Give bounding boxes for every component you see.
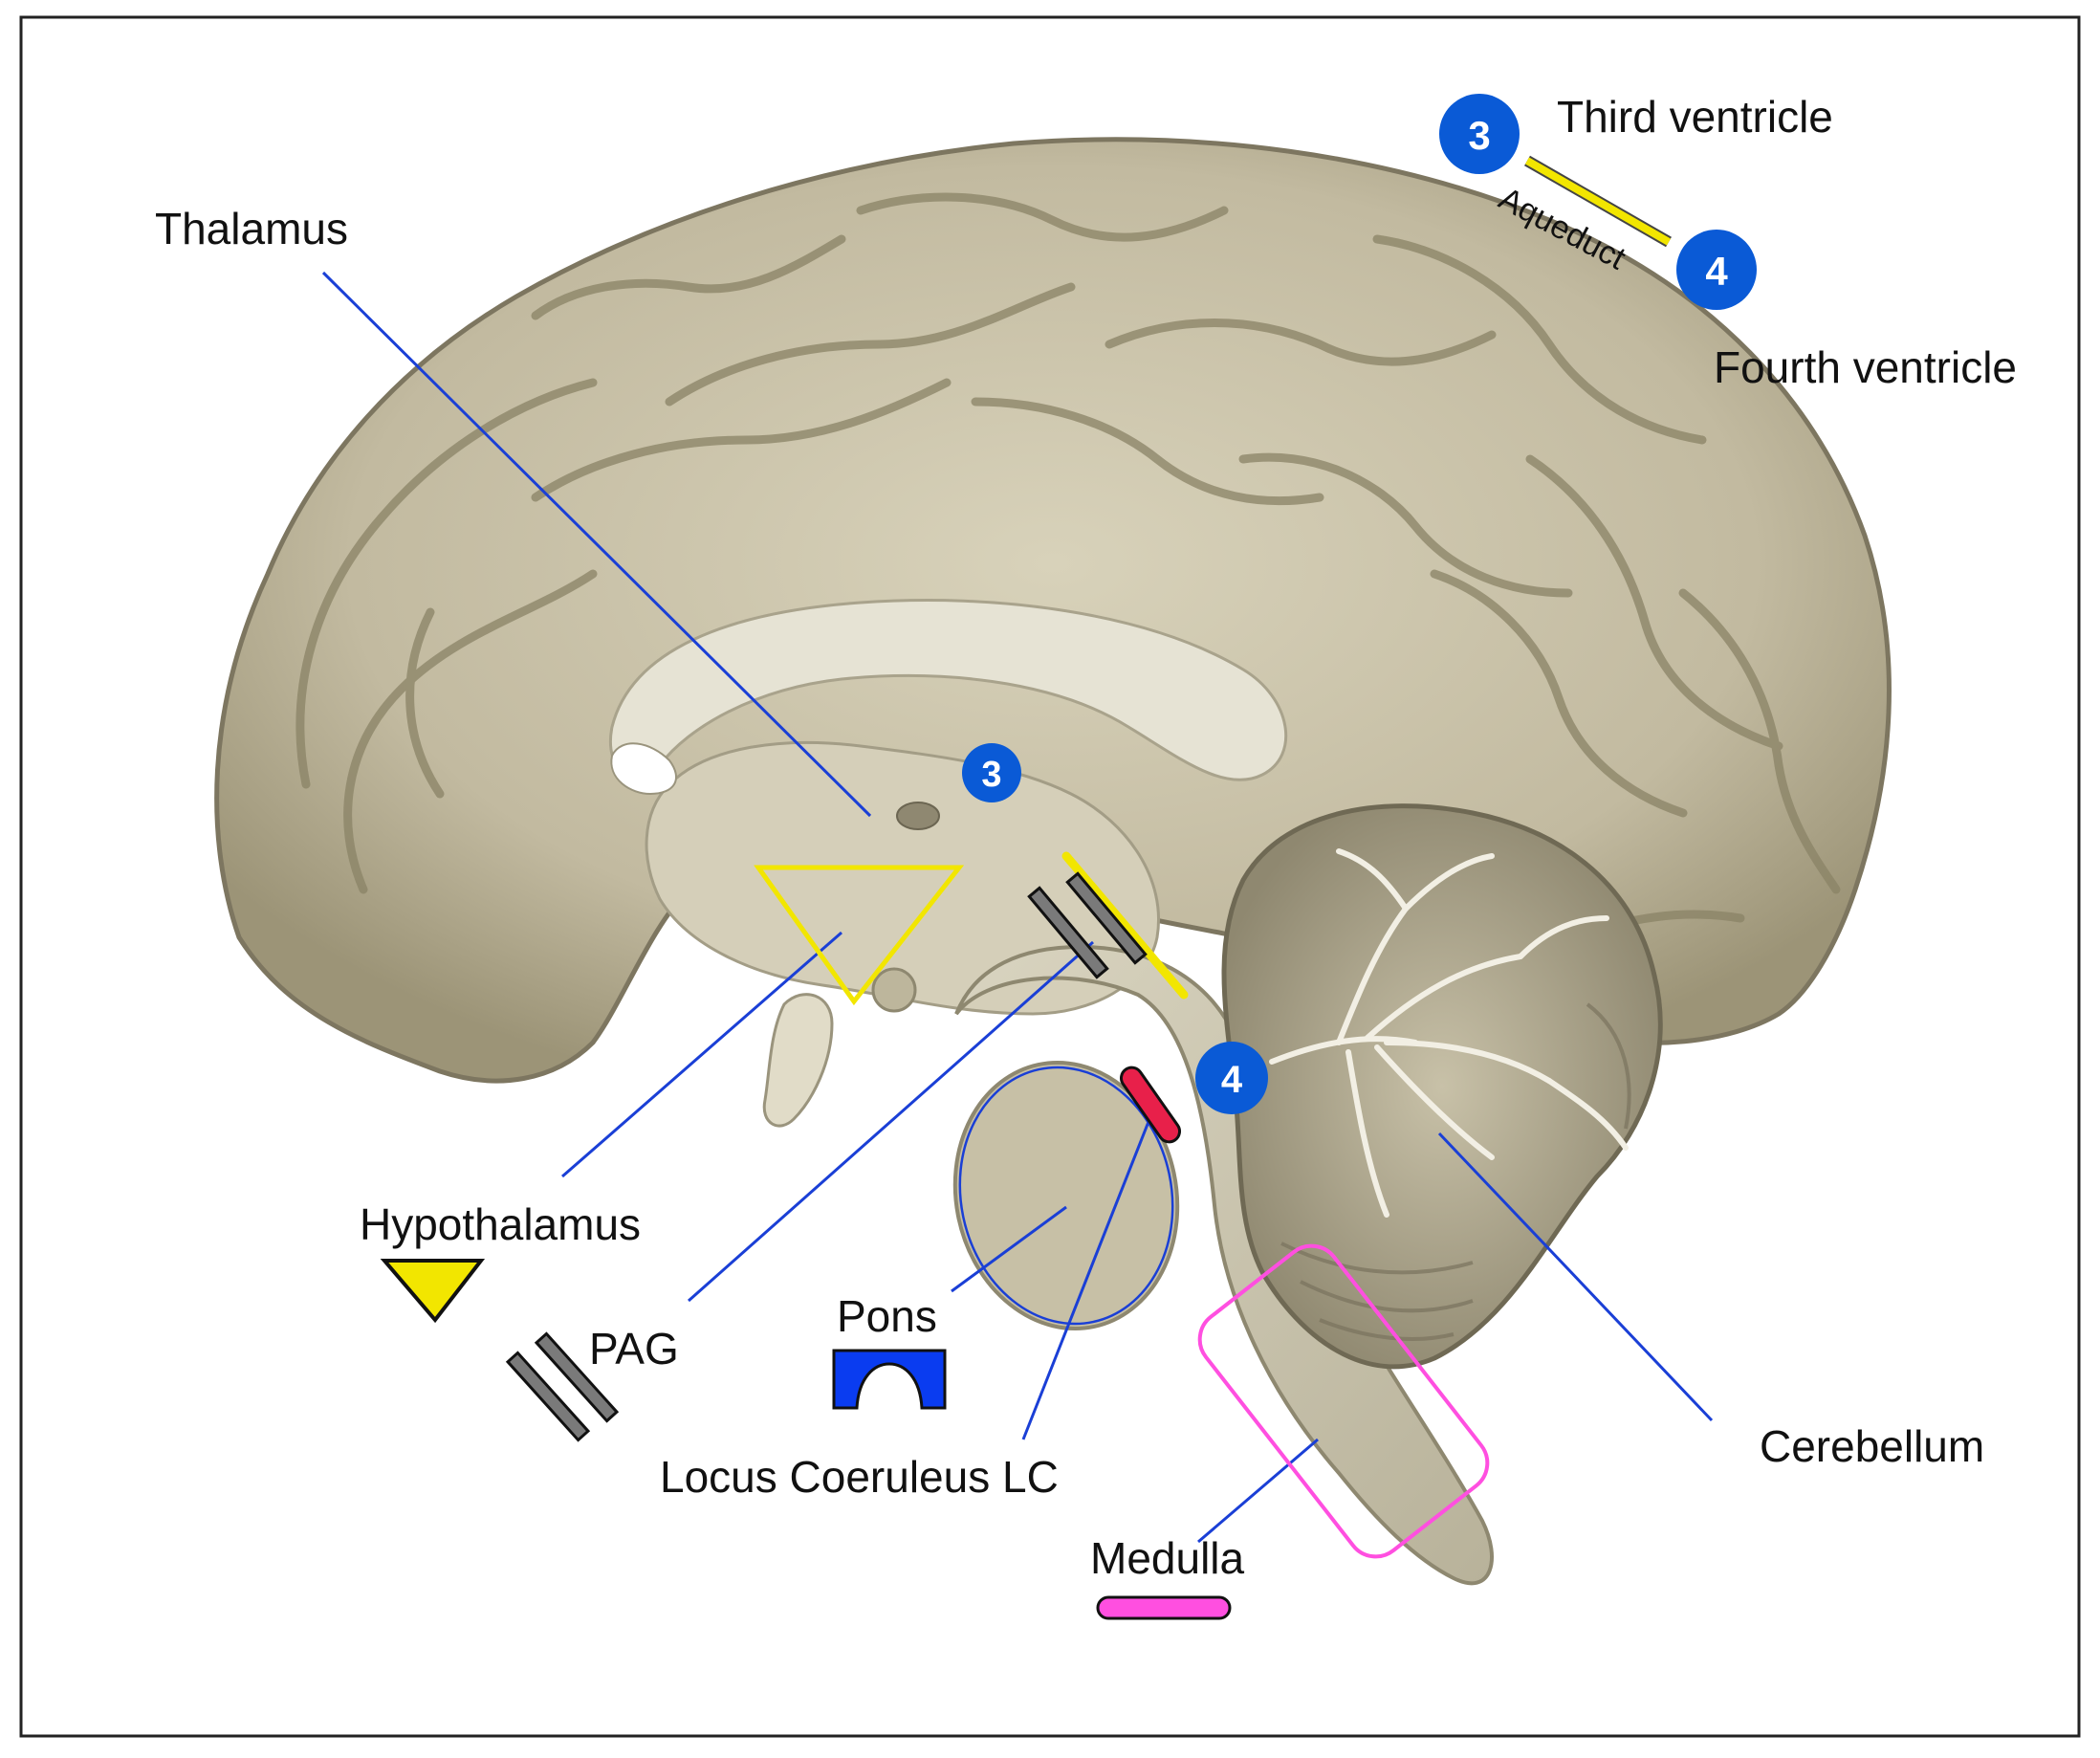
pag-label: PAG xyxy=(589,1324,679,1373)
legend-third-badge-number: 3 xyxy=(1468,113,1490,158)
double-bar-icon xyxy=(505,1331,620,1442)
legend-fourth-badge-number: 4 xyxy=(1705,249,1728,294)
bridge-arch-icon xyxy=(832,1349,947,1410)
legend-fourth-badge xyxy=(1676,230,1757,310)
ventricle-legend: 3 Third ventricle Aqueduct 4 Fourth vent… xyxy=(1439,92,2017,392)
legend-third-badge xyxy=(1439,94,1520,174)
medulla-outline-marker xyxy=(1197,1243,1490,1559)
fourth-ventricle-badge: 4 xyxy=(1195,1042,1268,1114)
mamillary-body xyxy=(871,967,917,1013)
third-ventricle-badge-number: 3 xyxy=(981,755,1001,795)
thalamus-structure xyxy=(896,802,940,830)
pons-structure xyxy=(952,1060,1180,1331)
locus-coeruleus-marker xyxy=(1119,1066,1182,1144)
locus-coeruleus-label: Locus Coeruleus LC xyxy=(660,1452,1059,1502)
cerebellum-label: Cerebellum xyxy=(1760,1421,1984,1471)
aqueduct-legend-bar xyxy=(1525,157,1671,246)
medulla-leader xyxy=(1197,1438,1319,1544)
pons-label: Pons xyxy=(837,1291,937,1341)
lateral-ventricle xyxy=(610,742,678,796)
thalamus-label: Thalamus xyxy=(155,204,348,253)
brain-illustration xyxy=(214,137,1892,1586)
pituitary xyxy=(762,993,834,1128)
leader-lines xyxy=(321,271,1714,1544)
cortical-gyri xyxy=(295,192,1841,942)
legend-third-ventricle-label: Third ventricle xyxy=(1557,92,1833,142)
downward-triangle-icon xyxy=(380,1259,486,1324)
aqueduct-marker-on-brain xyxy=(1061,851,1189,1000)
thalamus-leader xyxy=(321,271,872,818)
locus-coeruleus-leader xyxy=(1021,1099,1159,1440)
fourth-ventricle-badge-number: 4 xyxy=(1221,1059,1243,1101)
hypothalamus-label: Hypothalamus xyxy=(360,1199,641,1249)
hypothalamus-leader xyxy=(561,931,842,1178)
pag-leader xyxy=(688,940,1094,1303)
pag-marker-on-brain xyxy=(1027,871,1148,979)
cerebellum-leader xyxy=(1437,1132,1714,1422)
medulla-label: Medulla xyxy=(1090,1533,1245,1583)
pill-bar-icon xyxy=(1096,1595,1232,1620)
hypothalamus-region-marker xyxy=(754,865,965,1006)
brainstem xyxy=(954,944,1494,1586)
third-ventricle-badge: 3 xyxy=(962,743,1021,802)
pons-outline-marker xyxy=(958,1066,1174,1326)
pons-leader xyxy=(951,1205,1067,1293)
cerebellum-structure xyxy=(1221,803,1663,1370)
cerebellar-folia xyxy=(1280,1002,1631,1341)
arbor-vitae xyxy=(1269,848,1629,1218)
legend-fourth-ventricle-label: Fourth ventricle xyxy=(1714,342,2017,392)
corpus-callosum xyxy=(609,599,1288,781)
